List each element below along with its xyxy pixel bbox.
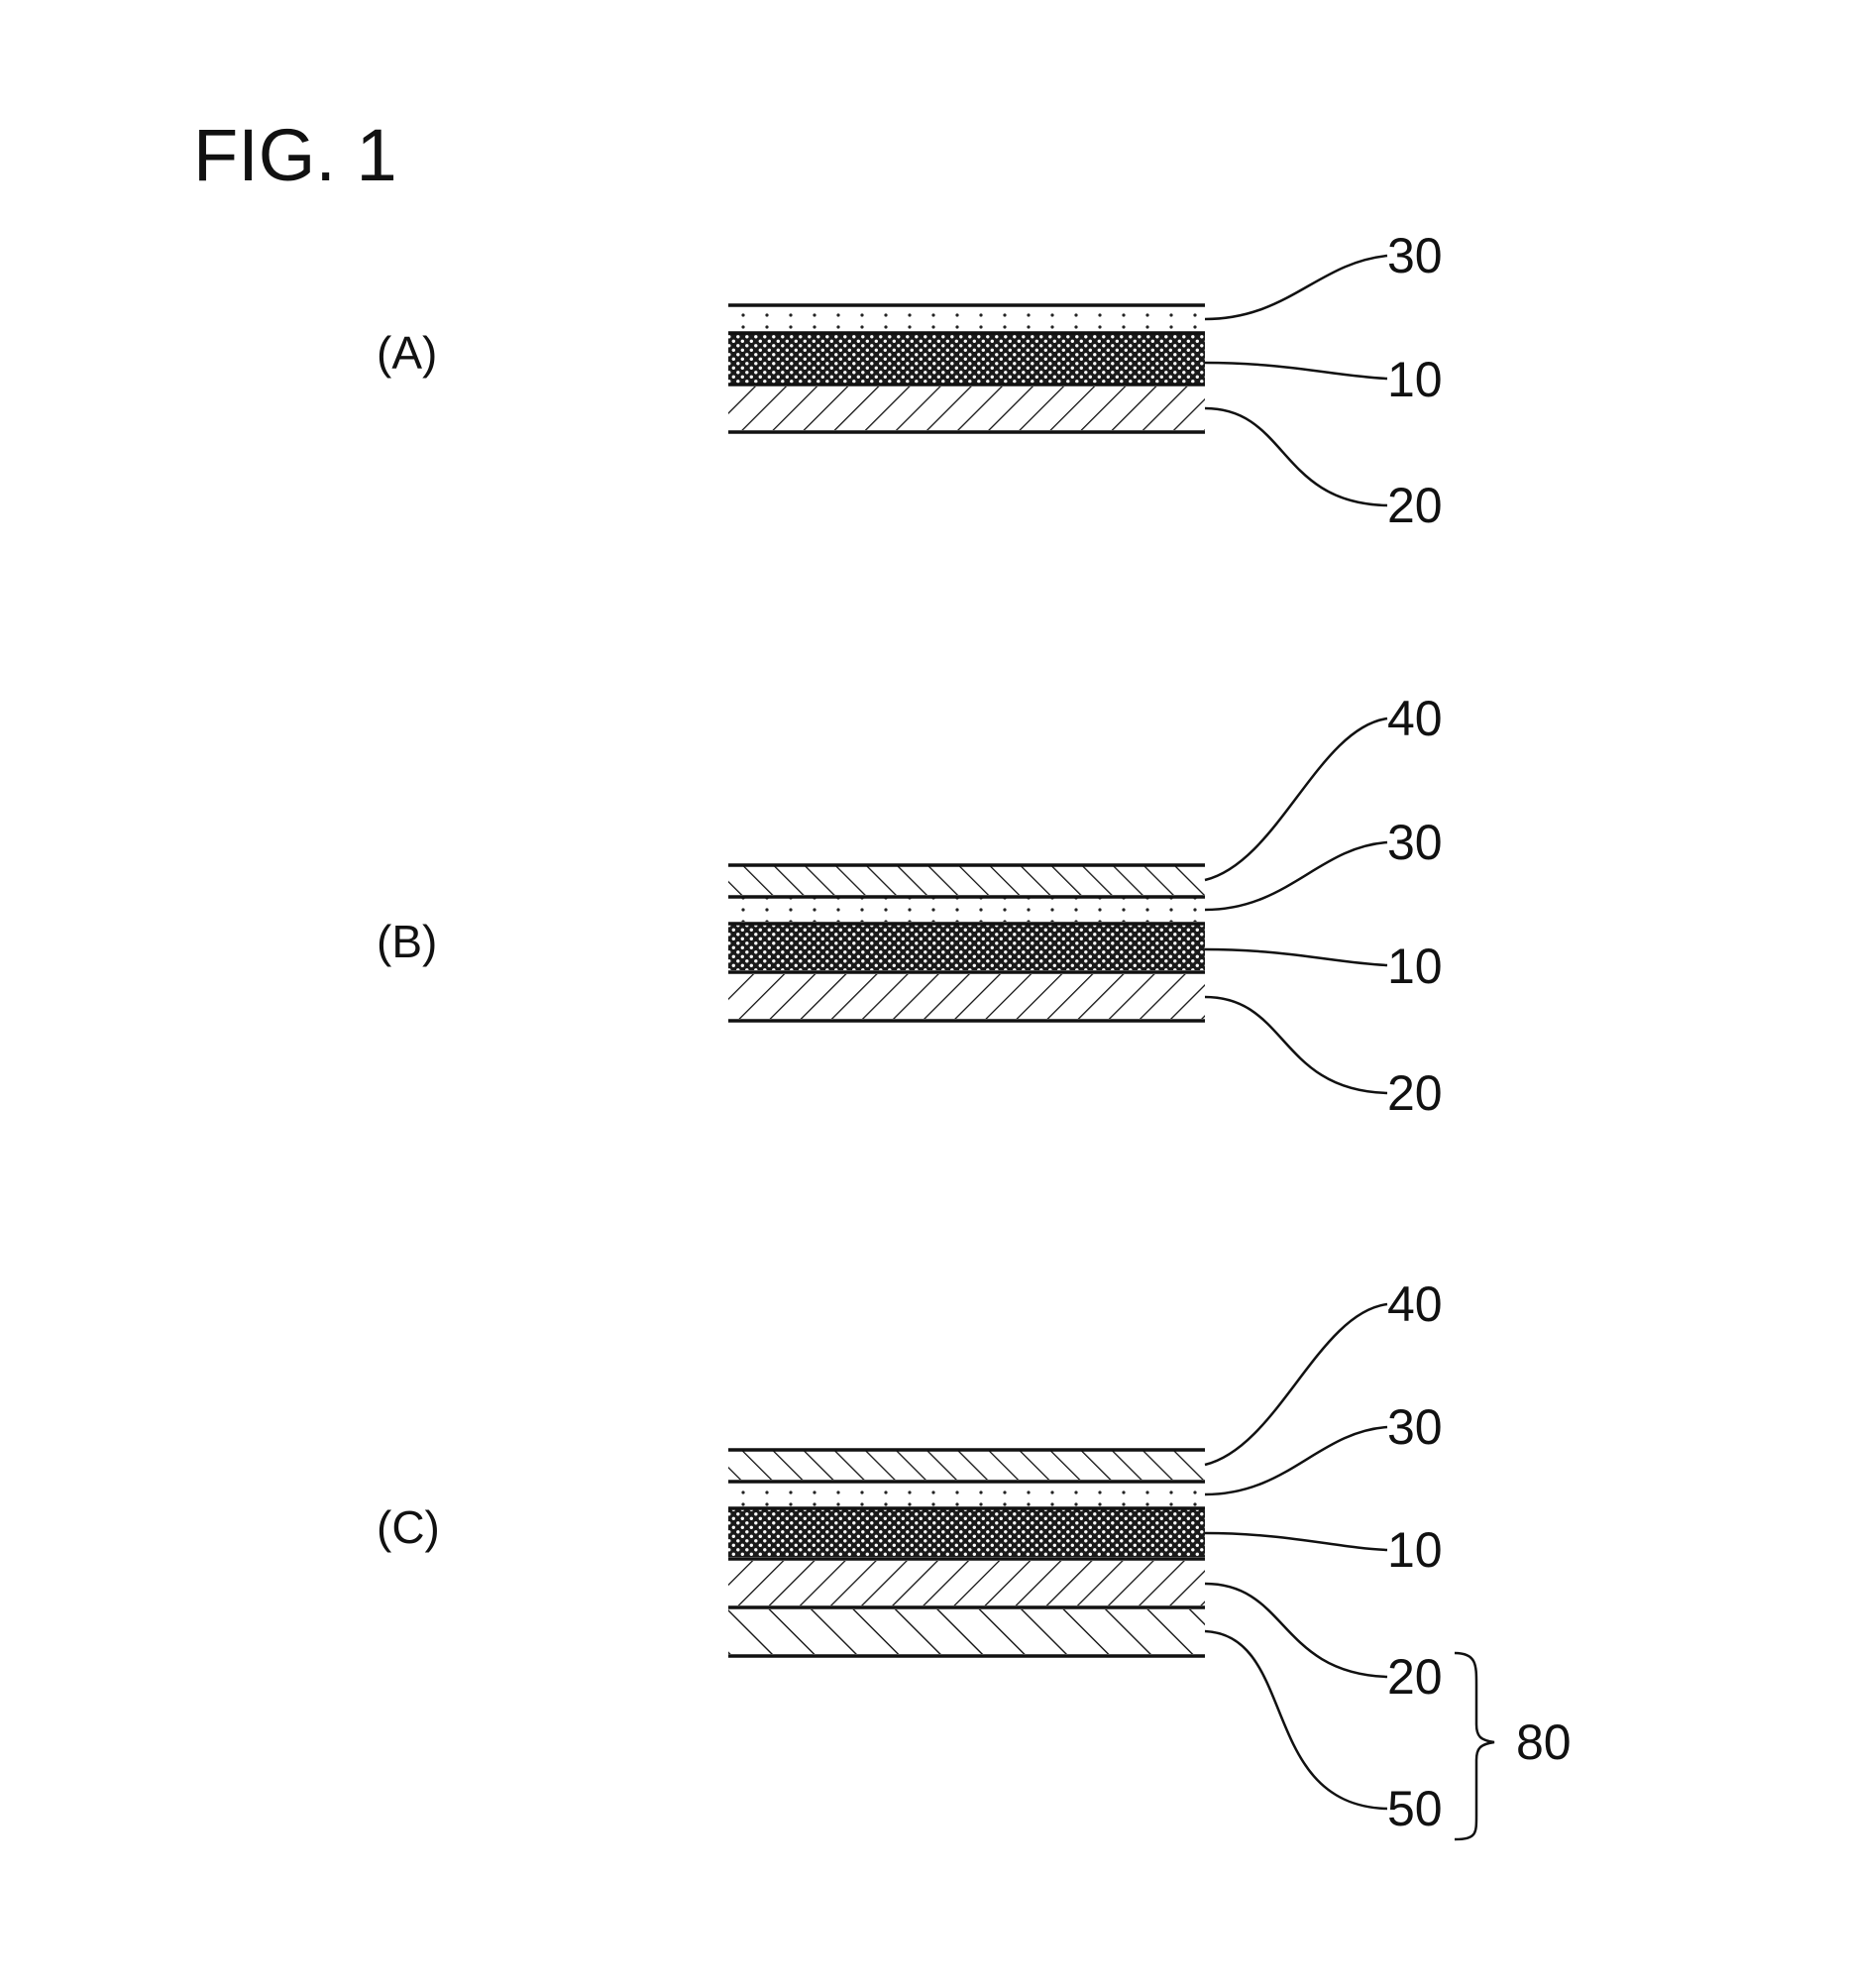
panel-a-ref-10: 10 bbox=[1387, 352, 1443, 407]
group-ref-80: 80 bbox=[1516, 1714, 1572, 1770]
panel-a-ref-30: 30 bbox=[1387, 228, 1443, 283]
panel-b-leader-10 bbox=[1205, 949, 1387, 965]
panel-c-ref-40: 40 bbox=[1387, 1276, 1443, 1332]
panel-a-layer-30 bbox=[728, 305, 1205, 331]
panel-c-layer-10 bbox=[728, 1509, 1205, 1557]
panel-c-layer-50 bbox=[728, 1609, 1205, 1654]
panel-a-layer-10 bbox=[728, 334, 1205, 384]
panel-a-layer-stack bbox=[728, 305, 1205, 432]
panel-c-layer-40 bbox=[728, 1450, 1205, 1480]
panel-c-leader-40 bbox=[1205, 1304, 1387, 1465]
panel-c-leader-10 bbox=[1205, 1533, 1387, 1550]
figure-title: FIG. 1 bbox=[193, 114, 397, 196]
panel-b: (B) 40 30 10 20 bbox=[377, 691, 1443, 1121]
panel-b-ref-40: 40 bbox=[1387, 691, 1443, 746]
panel-c-leader-30 bbox=[1205, 1427, 1387, 1494]
panel-b-layer-stack bbox=[728, 865, 1205, 1021]
panel-a-layer-20 bbox=[728, 387, 1205, 430]
panel-c-label: (C) bbox=[377, 1501, 440, 1553]
panel-b-leader-20 bbox=[1205, 997, 1387, 1093]
panel-c-layer-stack bbox=[728, 1450, 1205, 1656]
group-brace bbox=[1455, 1653, 1494, 1839]
panel-c-ref-20: 20 bbox=[1387, 1649, 1443, 1705]
panel-c-layer-20 bbox=[728, 1561, 1205, 1605]
panel-c-ref-10: 10 bbox=[1387, 1522, 1443, 1578]
panel-a-label: (A) bbox=[377, 327, 437, 379]
panel-b-layer-20 bbox=[728, 974, 1205, 1019]
panel-a-leader-10 bbox=[1205, 363, 1387, 379]
panel-c-layer-30 bbox=[728, 1483, 1205, 1506]
panel-a-leader-20 bbox=[1205, 408, 1387, 505]
panel-a-leader-30 bbox=[1205, 256, 1387, 319]
panel-a: (A) 30 10 20 bbox=[377, 228, 1443, 533]
panel-b-layer-30 bbox=[728, 898, 1205, 922]
panel-c-leader-20 bbox=[1205, 1584, 1387, 1677]
panel-b-ref-20: 20 bbox=[1387, 1065, 1443, 1121]
panel-b-ref-10: 10 bbox=[1387, 939, 1443, 994]
panel-b-leader-40 bbox=[1205, 718, 1387, 880]
panel-b-leader-30 bbox=[1205, 842, 1387, 910]
panel-b-ref-30: 30 bbox=[1387, 815, 1443, 870]
panel-b-layer-10 bbox=[728, 925, 1205, 970]
panel-a-ref-20: 20 bbox=[1387, 478, 1443, 533]
panel-c-ref-50: 50 bbox=[1387, 1781, 1443, 1836]
panel-c-leader-50 bbox=[1205, 1631, 1387, 1809]
panel-b-label: (B) bbox=[377, 916, 437, 967]
panel-c-ref-30: 30 bbox=[1387, 1399, 1443, 1455]
panel-c: (C) 40 30 10 20 50 80 bbox=[377, 1276, 1572, 1839]
panel-b-layer-40 bbox=[728, 865, 1205, 895]
